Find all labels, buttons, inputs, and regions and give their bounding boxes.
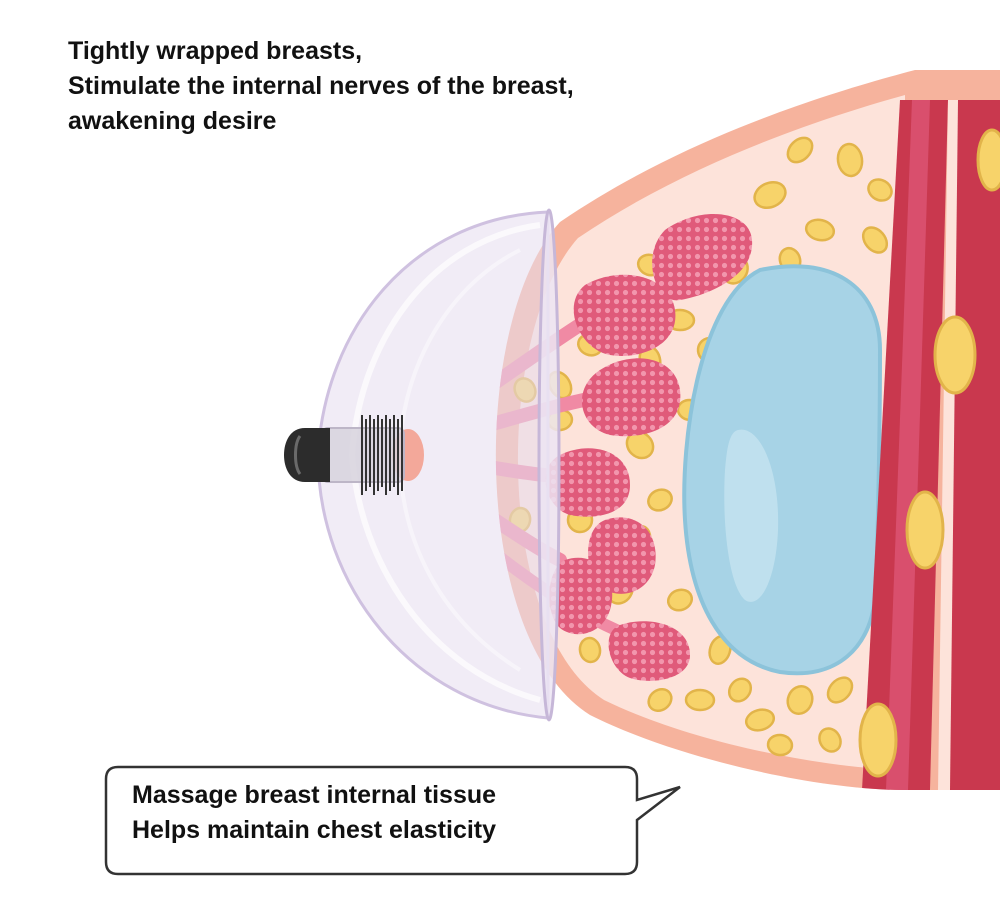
callout-border — [104, 765, 681, 876]
mammary-glands — [545, 213, 753, 681]
fat-lobule — [727, 677, 753, 703]
fat-lobule — [826, 676, 854, 704]
fat-lobule — [818, 727, 842, 753]
fat-lobule — [647, 688, 673, 712]
fat-lobule — [766, 733, 794, 757]
suction-cup-rim — [537, 208, 561, 722]
fat-lobule — [836, 142, 864, 178]
muscle-fat-node — [905, 490, 945, 570]
suction-cup — [316, 208, 561, 722]
vibration-device — [284, 415, 405, 495]
fat-lobule — [684, 688, 716, 712]
fat-lobule — [666, 588, 694, 612]
headline-line-3: awakening desire — [68, 107, 277, 135]
muscle-fat-node — [976, 128, 1000, 192]
callout-text: Massage breast internal tissue Helps mai… — [132, 778, 496, 848]
muscle-fat-node — [858, 702, 898, 778]
fat-lobule — [867, 178, 893, 202]
fat-lobule — [786, 685, 814, 715]
implant-highlight — [724, 429, 779, 602]
chest-muscle — [858, 100, 1000, 790]
headline: Tightly wrapped breasts, Stimulate the i… — [68, 34, 574, 139]
fat-lobule — [744, 708, 776, 732]
muscle-fat-node — [933, 315, 977, 395]
callout-line-2: Helps maintain chest elasticity — [132, 816, 497, 844]
fat-lobule — [647, 488, 673, 512]
fat-lobule — [578, 636, 602, 664]
fat-lobule — [753, 181, 787, 209]
headline-line-1: Tightly wrapped breasts, — [68, 37, 363, 65]
fat-lobule — [804, 218, 836, 242]
headline-line-2: Stimulate the internal nerves of the bre… — [68, 72, 574, 100]
fat-lobule — [861, 226, 889, 254]
fat-lobule — [786, 136, 814, 164]
callout-line-1: Massage breast internal tissue — [132, 781, 497, 809]
massage-bristles — [361, 415, 403, 495]
